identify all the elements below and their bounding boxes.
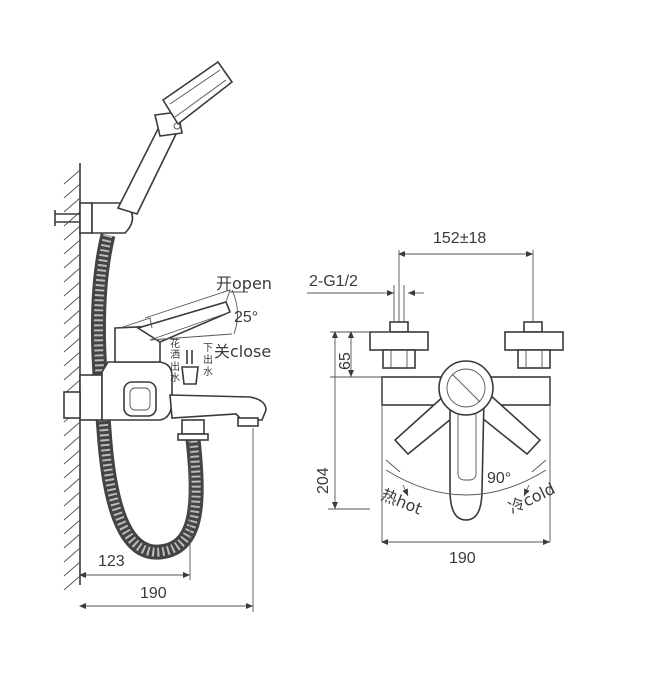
shower-outlet-char: 洒 xyxy=(170,348,180,361)
wall-hatching xyxy=(63,169,81,591)
width-190-label: 190 xyxy=(449,550,476,567)
thread-label: 2-G1/2 xyxy=(309,273,358,290)
hatch-line xyxy=(63,281,81,297)
hatch-line xyxy=(63,491,81,507)
spout-outlet-char: 下 xyxy=(203,343,213,354)
hatch-line xyxy=(63,421,81,437)
hatch-line xyxy=(63,365,81,381)
hot-label: 热hot xyxy=(379,485,425,518)
spout-outlet-char: 出 xyxy=(203,353,213,366)
hatch-line xyxy=(63,253,81,269)
spacing-label: 152±18 xyxy=(433,230,486,247)
front-dimensions xyxy=(307,250,550,545)
side-dimensions xyxy=(79,428,254,612)
hatch-line xyxy=(63,477,81,493)
wall xyxy=(63,163,81,591)
hatch-line xyxy=(63,519,81,535)
outlet-symbols xyxy=(181,350,199,385)
hatch-line xyxy=(63,225,81,241)
hatch-line xyxy=(63,197,81,213)
close-label: 关close xyxy=(214,342,271,361)
shower-outlet-char: 水 xyxy=(170,372,180,384)
right-inlet xyxy=(504,321,564,369)
hatch-line xyxy=(63,239,81,255)
hatch-line xyxy=(63,505,81,521)
side-view: 开open 25° 关close 花 洒 出 水 下 出 水 123 190 xyxy=(54,60,272,612)
handle-center-position xyxy=(449,397,485,521)
hand-shower xyxy=(116,60,234,215)
angle-indicator xyxy=(230,289,248,335)
hatch-line xyxy=(63,435,81,451)
height-204-label: 204 xyxy=(315,467,332,494)
shower-hose xyxy=(90,233,204,560)
open-label: 开open xyxy=(216,274,272,293)
left-inlet xyxy=(369,321,429,369)
dim-123: 123 xyxy=(98,553,125,570)
lever-handle xyxy=(114,289,233,363)
rotation-arc xyxy=(385,459,547,497)
hatch-line xyxy=(63,575,81,591)
mixer-body xyxy=(63,361,267,441)
hatch-line xyxy=(63,449,81,465)
rotation-label: 90° xyxy=(487,470,511,487)
hatch-line xyxy=(63,463,81,479)
hatch-line xyxy=(63,183,81,199)
spout-outlet-char: 水 xyxy=(203,366,213,378)
hatch-line xyxy=(63,295,81,311)
shower-outlet-char: 出 xyxy=(170,360,180,373)
hatch-line xyxy=(63,309,81,325)
hatch-line xyxy=(63,267,81,283)
height-65-label: 65 xyxy=(337,352,354,370)
hatch-line xyxy=(63,547,81,563)
hatch-line xyxy=(63,351,81,367)
hatch-line xyxy=(63,169,81,185)
wall-holder xyxy=(54,202,134,234)
hatch-line xyxy=(63,533,81,549)
angle-label: 25° xyxy=(234,309,258,326)
front-view: 90° 热hot 冷cold 152±18 2-G1/2 65 xyxy=(307,230,564,567)
shower-outlet-label: 花 洒 出 水 xyxy=(170,337,180,384)
hatch-line xyxy=(63,337,81,353)
shower-outlet-char: 花 xyxy=(170,337,180,350)
spout-outlet-label: 下 出 水 xyxy=(203,343,213,378)
dim-190-side: 190 xyxy=(140,585,167,602)
hatch-line xyxy=(63,323,81,339)
hatch-line xyxy=(63,561,81,577)
